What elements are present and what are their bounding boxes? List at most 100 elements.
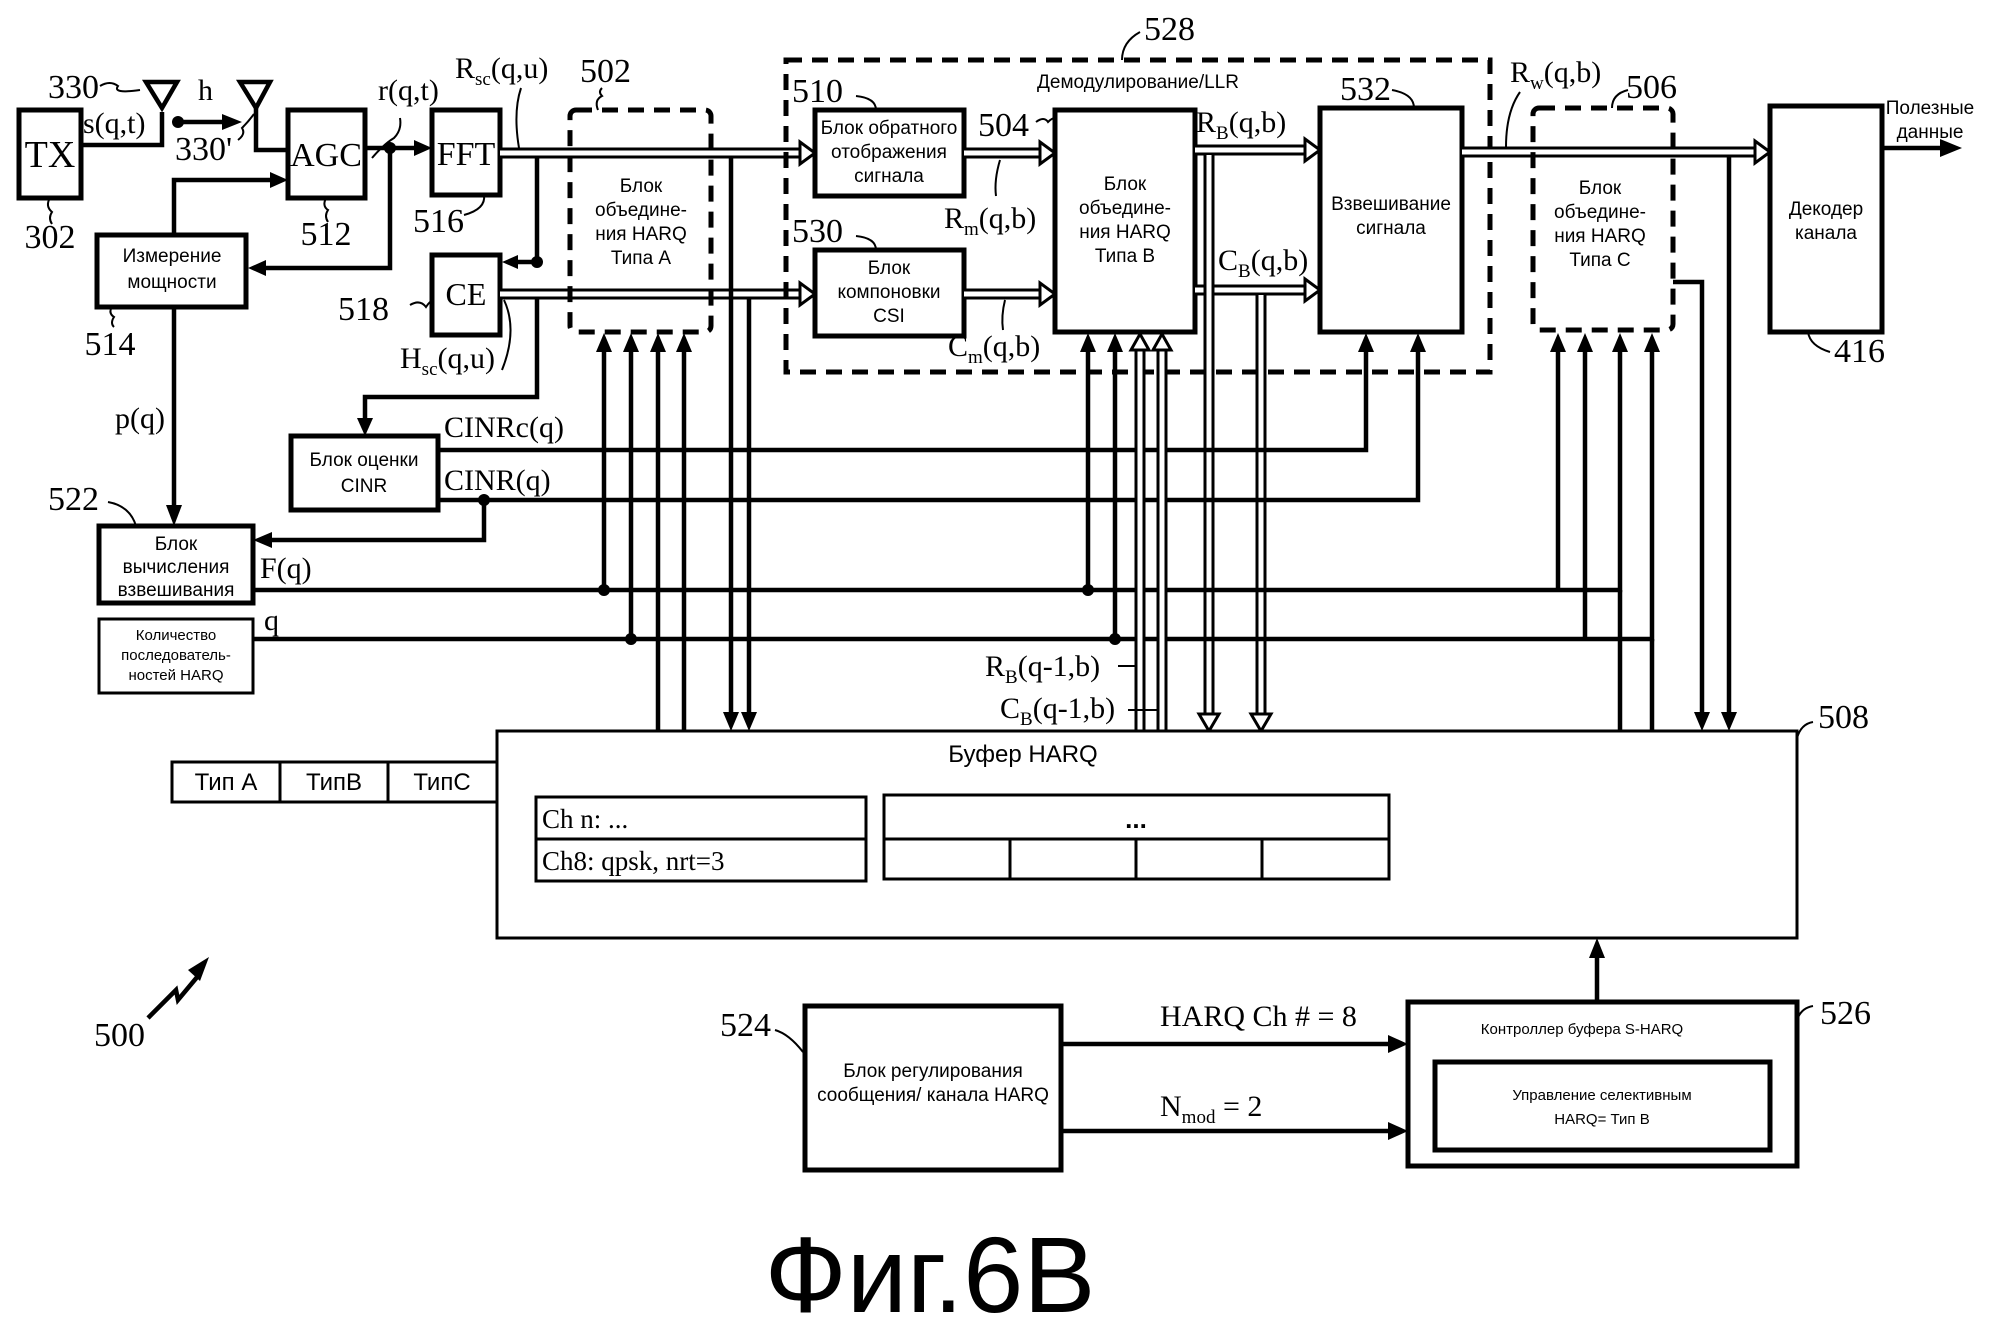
selective-harq-control: [1432, 1059, 1773, 1153]
svg-text:Блок: Блок: [155, 534, 198, 555]
svg-text:сигнала: сигнала: [854, 166, 924, 187]
signal-cb-prev: CB(q-1,b): [1000, 692, 1115, 730]
svg-text:RB(q-1,b): RB(q-1,b): [985, 650, 1100, 688]
svg-text:Hsc(q,u): Hsc(q,u): [400, 342, 495, 380]
output-label-line2: данные: [1897, 122, 1964, 143]
tx-label: TX: [25, 134, 76, 176]
svg-text:вычисления: вычисления: [123, 557, 230, 578]
cinr-estimation-block: Блок оценки CINR: [288, 433, 441, 513]
svg-text:CB(q-1,b): CB(q-1,b): [1000, 692, 1115, 730]
signal-rb: RB(q,b): [1196, 106, 1286, 144]
tx-ref: 302: [25, 219, 76, 256]
svg-text:CB(q,b): CB(q,b): [1218, 244, 1308, 282]
buffer-slot: [1260, 837, 1391, 881]
svg-text:Rsc(q,u): Rsc(q,u): [455, 52, 548, 90]
power-measurement-line1: Измерение: [123, 246, 222, 267]
demapper-block: Блок обратного отображения сигнала 510: [792, 73, 967, 199]
fft-block: FFT 516: [413, 107, 503, 240]
signal-rb-prev: RB(q-1,b): [985, 650, 1100, 688]
power-measurement-block: Измерение мощности 514: [85, 232, 249, 363]
svg-text:Декодер: Декодер: [1789, 199, 1863, 220]
svg-text:Блок обратного: Блок обратного: [821, 118, 958, 139]
channel-row-8: Ch8: qpsk, nrt=3: [542, 846, 725, 876]
svg-text:ния HARQ: ния HARQ: [1554, 226, 1646, 247]
svg-text:ния HARQ: ния HARQ: [595, 224, 687, 245]
ce-label: CE: [446, 276, 487, 312]
demod-llr-label: Демодулирование/LLR: [1037, 72, 1239, 93]
svg-text:объедине-: объедине-: [1554, 202, 1646, 223]
svg-text:Количество: Количество: [136, 627, 217, 644]
svg-text:Блок оценки: Блок оценки: [310, 450, 419, 471]
channel-decoder-ref: 416: [1834, 333, 1885, 370]
svg-text:Блок: Блок: [1579, 178, 1622, 199]
output-label-line1: Полезные: [1886, 98, 1974, 119]
signal-cinr-c: CINRc(q): [444, 411, 564, 444]
svg-text:отображения: отображения: [831, 142, 947, 163]
svg-text:Блок: Блок: [620, 176, 663, 197]
s-harq-controller-ref: 526: [1820, 995, 1871, 1032]
harq-type-b-block: Блок объедине- ния HARQ Типа B 504: [978, 107, 1198, 335]
svg-text:сообщения/ канала HARQ: сообщения/ канала HARQ: [817, 1085, 1049, 1106]
weight-calculation-ref: 522: [48, 481, 99, 518]
csi-block: Блок компоновки CSI 530: [792, 213, 967, 339]
agc-label: AGC: [290, 137, 362, 174]
svg-text:500: 500: [94, 1017, 145, 1054]
type-tab-b: ТипB: [306, 769, 362, 796]
harq-type-a-block: Блок объедине- ния HARQ Типа A 502: [567, 53, 714, 335]
antenna-rx-ref: 330': [175, 131, 232, 168]
svg-text:Nmod = 2: Nmod = 2: [1160, 1090, 1262, 1128]
weight-calculation-block: Блок вычисления взвешивания 522: [48, 481, 256, 606]
svg-text:Типа B: Типа B: [1095, 246, 1155, 267]
antenna-tx-ref: 330: [48, 69, 99, 106]
channel-decoder-block: Декодер канала 416: [1767, 103, 1885, 370]
harq-type-c-block: Блок объедине- ния HARQ Типа C 506: [1530, 69, 1677, 333]
signal-q: q: [264, 604, 279, 637]
svg-text:сигнала: сигнала: [1356, 218, 1426, 239]
svg-text:Cm(q,b): Cm(q,b): [948, 330, 1040, 368]
signal-rsc: Rsc(q,u): [455, 52, 548, 90]
buffer-slot-table: ...: [882, 793, 1391, 881]
svg-text:Блок: Блок: [868, 258, 911, 279]
ce-ref: 518: [338, 291, 389, 328]
figure-reference: 500: [94, 957, 209, 1054]
csi-ref: 530: [792, 213, 843, 250]
svg-text:Типа C: Типа C: [1569, 250, 1630, 271]
harq-type-a-ref: 502: [580, 53, 631, 90]
power-measurement-line2: мощности: [127, 272, 216, 293]
svg-text:Блок регулирования: Блок регулирования: [843, 1061, 1023, 1082]
harq-buffer-label: Буфер HARQ: [948, 741, 1097, 768]
ce-block: CE 518: [338, 252, 503, 338]
s-harq-controller-label: Контроллер буфера S-HARQ: [1481, 1021, 1683, 1038]
signal-cb: CB(q,b): [1218, 244, 1308, 282]
svg-text:Типа A: Типа A: [611, 248, 672, 269]
harq-type-c-ref: 506: [1626, 69, 1677, 106]
tx-antenna-icon: [141, 79, 181, 113]
harq-buffer-ref: 508: [1818, 699, 1869, 736]
harq-buffer: Буфер HARQ 508 Тип A ТипB ТипC Ch n: ...…: [170, 699, 1869, 940]
signal-nmod: Nmod = 2: [1160, 1090, 1262, 1128]
signal-p: p(q): [115, 402, 165, 435]
demapper-ref: 510: [792, 73, 843, 110]
svg-text:CSI: CSI: [873, 306, 905, 327]
demod-llr-ref: 528: [1144, 11, 1195, 48]
signal-cinr: CINR(q): [444, 464, 551, 497]
signal-weighting-block: Взвешивание сигнала 532: [1317, 71, 1465, 335]
svg-text:CINR: CINR: [341, 476, 387, 497]
svg-text:компоновки: компоновки: [837, 282, 940, 303]
s-harq-buffer-controller: Контроллер буфера S-HARQ Управление селе…: [1405, 995, 1871, 1169]
buffer-slot: [882, 837, 1012, 881]
signal-weighting-ref: 532: [1340, 71, 1391, 108]
buffer-slot: [1008, 837, 1138, 881]
channel-label: h: [198, 74, 213, 107]
message-channel-control-block: Блок регулирования сообщения/ канала HAR…: [720, 1003, 1064, 1173]
channel-table: Ch n: ... Ch8: qpsk, nrt=3: [534, 795, 868, 883]
harq-sequence-count-block: Количество последователь- ностей HARQ: [97, 617, 255, 695]
signal-r: r(q,t): [378, 74, 439, 107]
type-tab-a: Тип A: [195, 769, 258, 796]
svg-text:взвешивания: взвешивания: [118, 580, 235, 601]
tx-block: TX 302: [16, 107, 84, 256]
svg-text:ностей HARQ: ностей HARQ: [128, 667, 223, 684]
fft-label: FFT: [437, 136, 496, 173]
svg-text:RB(q,b): RB(q,b): [1196, 106, 1286, 144]
agc-block: AGC 512: [285, 107, 368, 253]
